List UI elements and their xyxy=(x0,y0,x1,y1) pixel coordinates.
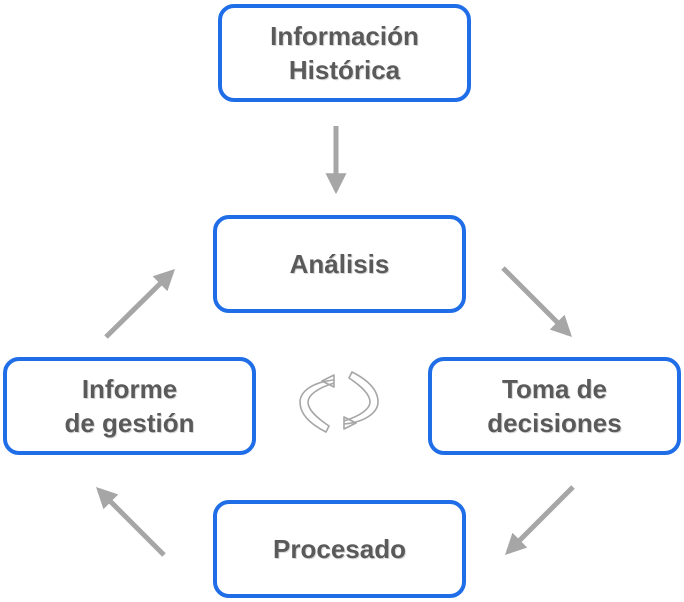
refresh-cycle-icon xyxy=(299,371,379,433)
node-informacion-historica: Información Histórica xyxy=(218,4,471,102)
node-informe-de-gestion: Informe de gestión xyxy=(3,357,256,455)
node-label-line: de gestión xyxy=(64,408,195,438)
node-toma-de-decisiones: Toma de decisiones xyxy=(428,357,681,455)
node-label-line: Análisis xyxy=(289,249,390,279)
node-label-line: Información xyxy=(270,21,419,51)
arrow-informe-to-analisis xyxy=(104,269,175,339)
node-label-line: Procesado xyxy=(273,534,406,564)
node-label-line: Informe xyxy=(81,374,178,404)
arrow-toma-to-procesado xyxy=(505,485,575,555)
node-procesado: Procesado xyxy=(213,500,466,598)
node-label-line: decisiones xyxy=(487,408,622,438)
arrow-procesado-to-informe xyxy=(96,487,166,557)
arrow-analisis-to-toma xyxy=(501,266,572,337)
node-analisis: Análisis xyxy=(213,215,466,313)
node-label-line: Toma de xyxy=(502,374,607,404)
node-label-line: Histórica xyxy=(288,55,401,85)
